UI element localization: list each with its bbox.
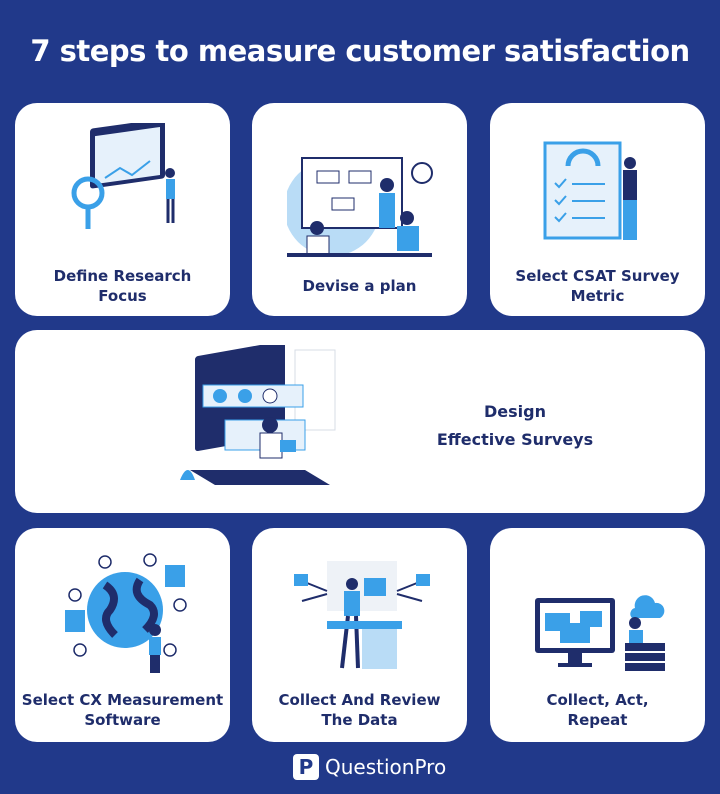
step-label-line: Design <box>484 402 546 421</box>
step-card-csat-metric: Select CSAT Survey Metric <box>490 103 705 316</box>
cloud-monitor-illustration <box>535 595 665 671</box>
survey-clipboard-illustration <box>543 141 637 240</box>
research-magnifier-illustration <box>71 123 175 229</box>
questionpro-logo-icon: P <box>293 754 319 780</box>
step-card-cx-software: Select CX Measurement Software <box>15 528 230 742</box>
step-label-line: Select CSAT Survey <box>515 267 680 285</box>
step-label-line: The Data <box>321 711 398 729</box>
step-card-collect-act-repeat: Collect, Act, Repeat <box>490 528 705 742</box>
step-label-line: Effective Surveys <box>436 430 594 449</box>
page-title: 7 steps to measure customer satisfaction <box>30 34 690 68</box>
step-label-line: Metric <box>570 287 625 305</box>
globe-network-illustration <box>65 553 187 673</box>
step-card-design-surveys: Design Effective Surveys <box>15 330 705 513</box>
questionpro-logo: P QuestionPro <box>293 754 446 780</box>
step-card-devise-plan: Devise a plan <box>252 103 467 316</box>
step-card-collect-review: Collect And Review The Data <box>252 528 467 742</box>
step-label-line: Select CX Measurement <box>21 691 224 709</box>
data-dashboard-illustration <box>294 561 430 669</box>
step-label-line: Collect, Act, <box>546 691 649 709</box>
laptop-survey-steps-illustration <box>180 345 336 485</box>
planning-meeting-illustration <box>287 157 433 257</box>
step-label-line: Software <box>84 711 161 729</box>
step-label-line: Repeat <box>567 711 628 729</box>
step-label: Devise a plan <box>302 277 417 295</box>
step-label-line: Focus <box>98 287 147 305</box>
step-label-line: Define Research <box>53 267 192 285</box>
brand-name: QuestionPro <box>325 755 447 779</box>
step-label-line: Collect And Review <box>278 691 441 709</box>
step-card-define-research: Define Research Focus <box>15 103 230 316</box>
